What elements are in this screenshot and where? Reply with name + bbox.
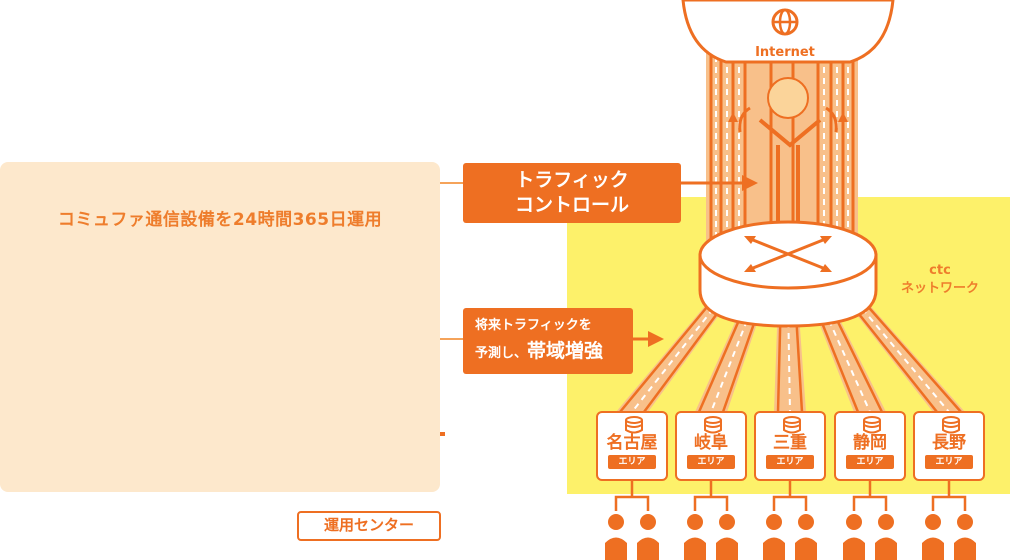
area-name: 名古屋 xyxy=(606,433,658,453)
database-icon xyxy=(783,416,801,434)
globe-icon xyxy=(771,8,799,36)
area-sub-label: エリア xyxy=(766,455,814,469)
person-icon xyxy=(763,514,785,560)
database-icon xyxy=(625,416,643,434)
traffic-control-line2: コントロール xyxy=(514,194,629,216)
area-name: 静岡 xyxy=(853,433,887,453)
center-label: 運用センター xyxy=(297,511,441,541)
forecast-line2b: 帯域増強 xyxy=(527,340,604,362)
area-sub-label: エリア xyxy=(846,455,894,469)
operation-center-panel xyxy=(0,162,440,492)
person-icon xyxy=(637,514,659,560)
traffic-control-line1: トラフィック xyxy=(515,169,629,191)
router-icon xyxy=(698,220,878,328)
forecast-line2a: 予測し、 xyxy=(475,346,528,361)
center-title: コミュファ通信設備を24時間365日運用 xyxy=(57,210,383,230)
internet-label: Internet xyxy=(755,45,815,60)
area-box: 名古屋エリア xyxy=(596,411,668,481)
traffic-control-box: トラフィック コントロール xyxy=(463,163,681,223)
area-sub-label: エリア xyxy=(925,455,973,469)
area-sub-label: エリア xyxy=(687,455,735,469)
area-name: 三重 xyxy=(773,433,807,453)
person-icon xyxy=(875,514,897,560)
area-box: 静岡エリア xyxy=(834,411,906,481)
forecast-line1: 将来トラフィックを xyxy=(475,318,592,333)
internet-cloud xyxy=(681,0,895,64)
area-users xyxy=(605,481,976,560)
area-box: 長野エリア xyxy=(913,411,985,481)
connector-lines xyxy=(440,182,463,340)
network-label-line2: ネットワーク xyxy=(900,281,979,296)
database-icon xyxy=(942,416,960,434)
forecast-box: 将来トラフィックを 予測し、帯域増強 xyxy=(463,308,633,374)
person-icon xyxy=(716,514,738,560)
area-name: 長野 xyxy=(932,433,966,453)
area-box: 三重エリア xyxy=(754,411,826,481)
person-icon xyxy=(684,514,706,560)
database-icon xyxy=(863,416,881,434)
person-icon xyxy=(922,514,944,560)
person-icon xyxy=(605,514,627,560)
network-label: ctc ネットワーク xyxy=(900,262,980,298)
arrow-icon xyxy=(633,175,758,347)
area-box: 岐阜エリア xyxy=(675,411,747,481)
internet-trunk-lines xyxy=(706,45,858,245)
database-icon xyxy=(704,416,722,434)
person-icon xyxy=(795,514,817,560)
person-icon xyxy=(954,514,976,560)
person-icon xyxy=(843,514,865,560)
area-sub-label: エリア xyxy=(608,455,656,469)
network-label-line1: ctc xyxy=(929,263,951,278)
area-name: 岐阜 xyxy=(694,433,728,453)
